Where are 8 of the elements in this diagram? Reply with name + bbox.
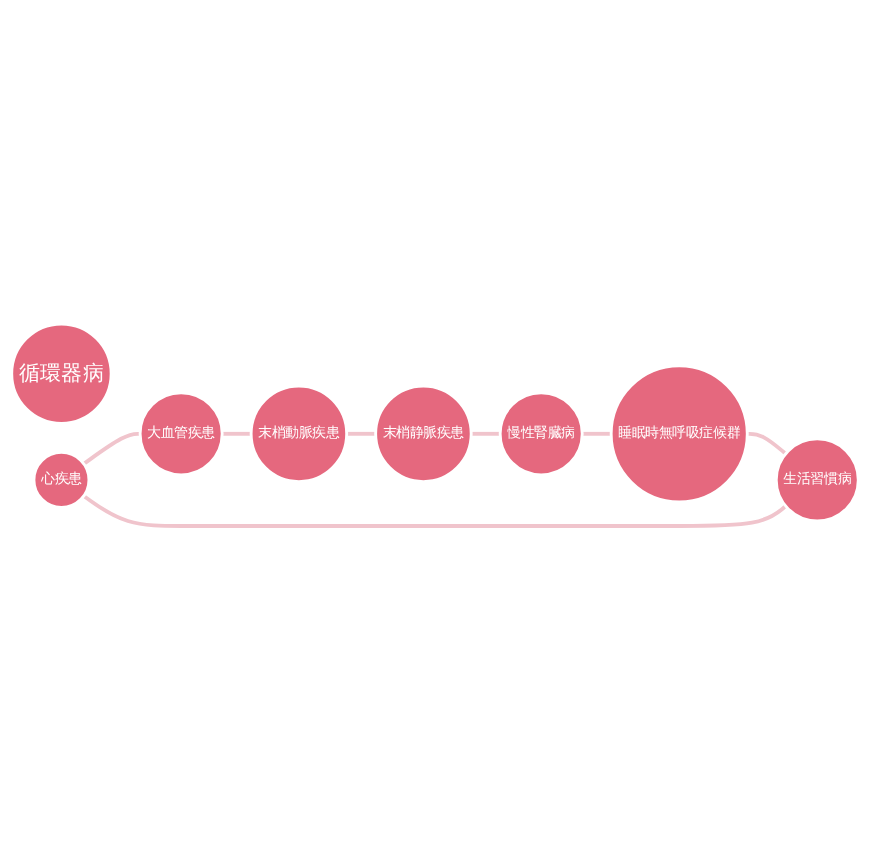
connector — [222, 431, 252, 436]
node-circle: 循環器病 — [10, 322, 113, 425]
connector — [582, 431, 612, 436]
connector — [346, 431, 376, 436]
connector — [747, 431, 787, 456]
connector — [471, 431, 501, 436]
connector — [82, 494, 787, 528]
connector — [82, 431, 141, 466]
